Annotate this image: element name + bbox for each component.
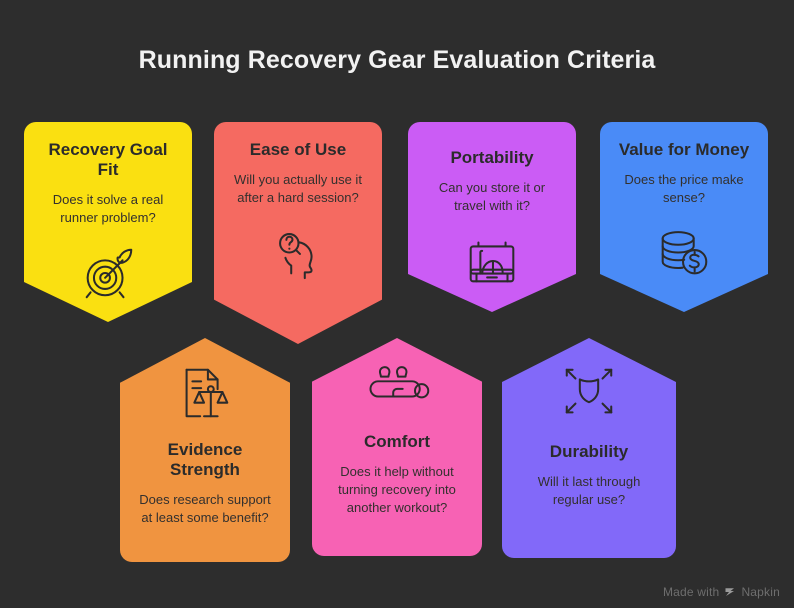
head-question-icon [267, 221, 329, 283]
card-content: Recovery Goal Fit Does it solve a real r… [24, 140, 192, 303]
napkin-logo-icon [724, 586, 736, 598]
card-description: Does it solve a real runner problem? [52, 191, 164, 225]
card-title: Comfort [363, 432, 431, 451]
card-description: Does the price make sense? [624, 171, 744, 205]
shield-arrows-icon [558, 364, 620, 422]
card-description: Does research support at least some bene… [139, 491, 271, 525]
card-content: Ease of Use Will you actually use it aft… [214, 140, 382, 283]
card-content: Portability Can you store it or travel w… [408, 148, 576, 291]
card-title: Durability [549, 442, 629, 461]
card-description: Will you actually use it after a hard se… [234, 171, 362, 205]
card-description: Will it last through regular use? [537, 473, 641, 507]
person-massage-table-icon [361, 364, 433, 410]
criteria-card-comfort[interactable]: Comfort Does it help without turning rec… [312, 338, 482, 556]
watermark[interactable]: Made with Napkin [663, 585, 780, 599]
criteria-card-evidence-strength[interactable]: Evidence Strength Does research support … [120, 338, 290, 562]
card-description: Can you store it or travel with it? [438, 179, 546, 213]
criteria-card-portability[interactable]: Portability Can you store it or travel w… [408, 122, 576, 312]
target-arrow-icon [77, 241, 139, 303]
criteria-card-recovery-goal-fit[interactable]: Recovery Goal Fit Does it solve a real r… [24, 122, 192, 322]
card-title: Evidence Strength [167, 440, 243, 479]
card-description: Does it help without turning recovery in… [338, 463, 456, 515]
criteria-card-ease-of-use[interactable]: Ease of Use Will you actually use it aft… [214, 122, 382, 344]
watermark-made-with-label: Made with [662, 585, 720, 599]
card-content: Comfort Does it help without turning rec… [312, 364, 482, 517]
card-content: Evidence Strength Does research support … [120, 362, 290, 527]
card-title: Portability [450, 148, 534, 167]
card-content: Value for Money Does the price make sens… [600, 140, 768, 283]
card-content: Durability Will it last through regular … [502, 364, 676, 509]
criteria-card-value-for-money[interactable]: Value for Money Does the price make sens… [600, 122, 768, 312]
suitcase-globe-icon [461, 229, 523, 291]
page-title: Running Recovery Gear Evaluation Criteri… [138, 46, 656, 74]
watermark-brand-label: Napkin [741, 585, 780, 599]
coin-stack-dollar-icon [653, 221, 715, 283]
card-title: Value for Money [618, 140, 750, 159]
card-title: Recovery Goal Fit [48, 140, 168, 179]
criteria-card-durability[interactable]: Durability Will it last through regular … [502, 338, 676, 558]
card-title: Ease of Use [249, 140, 347, 159]
document-scales-icon [174, 362, 236, 424]
